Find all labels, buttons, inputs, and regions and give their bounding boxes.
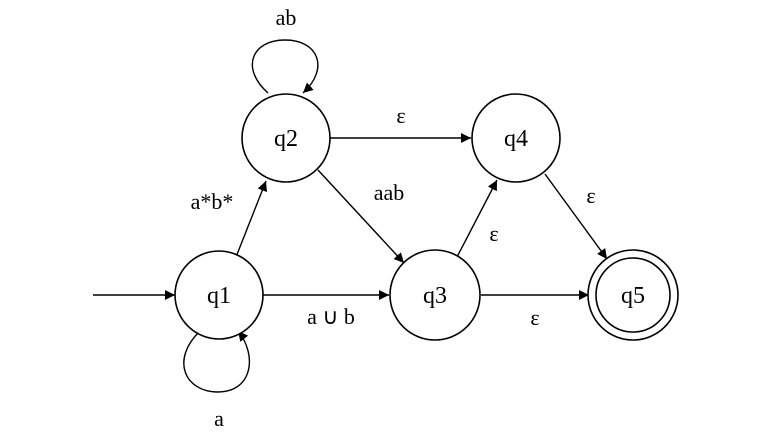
state-label-q2: q2 (274, 126, 298, 152)
label-q1-q1: a (214, 406, 224, 431)
edge-q4-q5 (544, 173, 608, 260)
state-label-q1: q1 (207, 283, 231, 309)
edge-q3-q4 (456, 179, 498, 258)
state-q1: q1 (174, 250, 264, 340)
state-label-q3: q3 (423, 283, 447, 309)
state-q4: q4 (471, 93, 561, 183)
label-q2-q2: ab (276, 5, 297, 30)
label-q2-q4: ε (396, 103, 405, 128)
edge-q2-q2 (251, 39, 319, 94)
state-q3: q3 (389, 249, 481, 341)
edge-q1-q2 (235, 180, 267, 258)
state-q5-accept: q5 (587, 249, 679, 341)
state-label-q4: q4 (504, 126, 528, 152)
label-q2-q3: aab (374, 180, 405, 205)
edge-q2-q3 (317, 169, 405, 264)
label-q1-q2: a*b* (191, 189, 234, 214)
label-q4-q5: ε (586, 183, 595, 208)
state-label-q5: q5 (621, 283, 645, 309)
label-q1-q3: a ∪ b (307, 304, 355, 329)
state-q2: q2 (241, 93, 331, 183)
edge-q1-q1 (183, 330, 251, 393)
label-q3-q5: ε (530, 305, 539, 330)
label-q3-q4: ε (489, 221, 498, 246)
